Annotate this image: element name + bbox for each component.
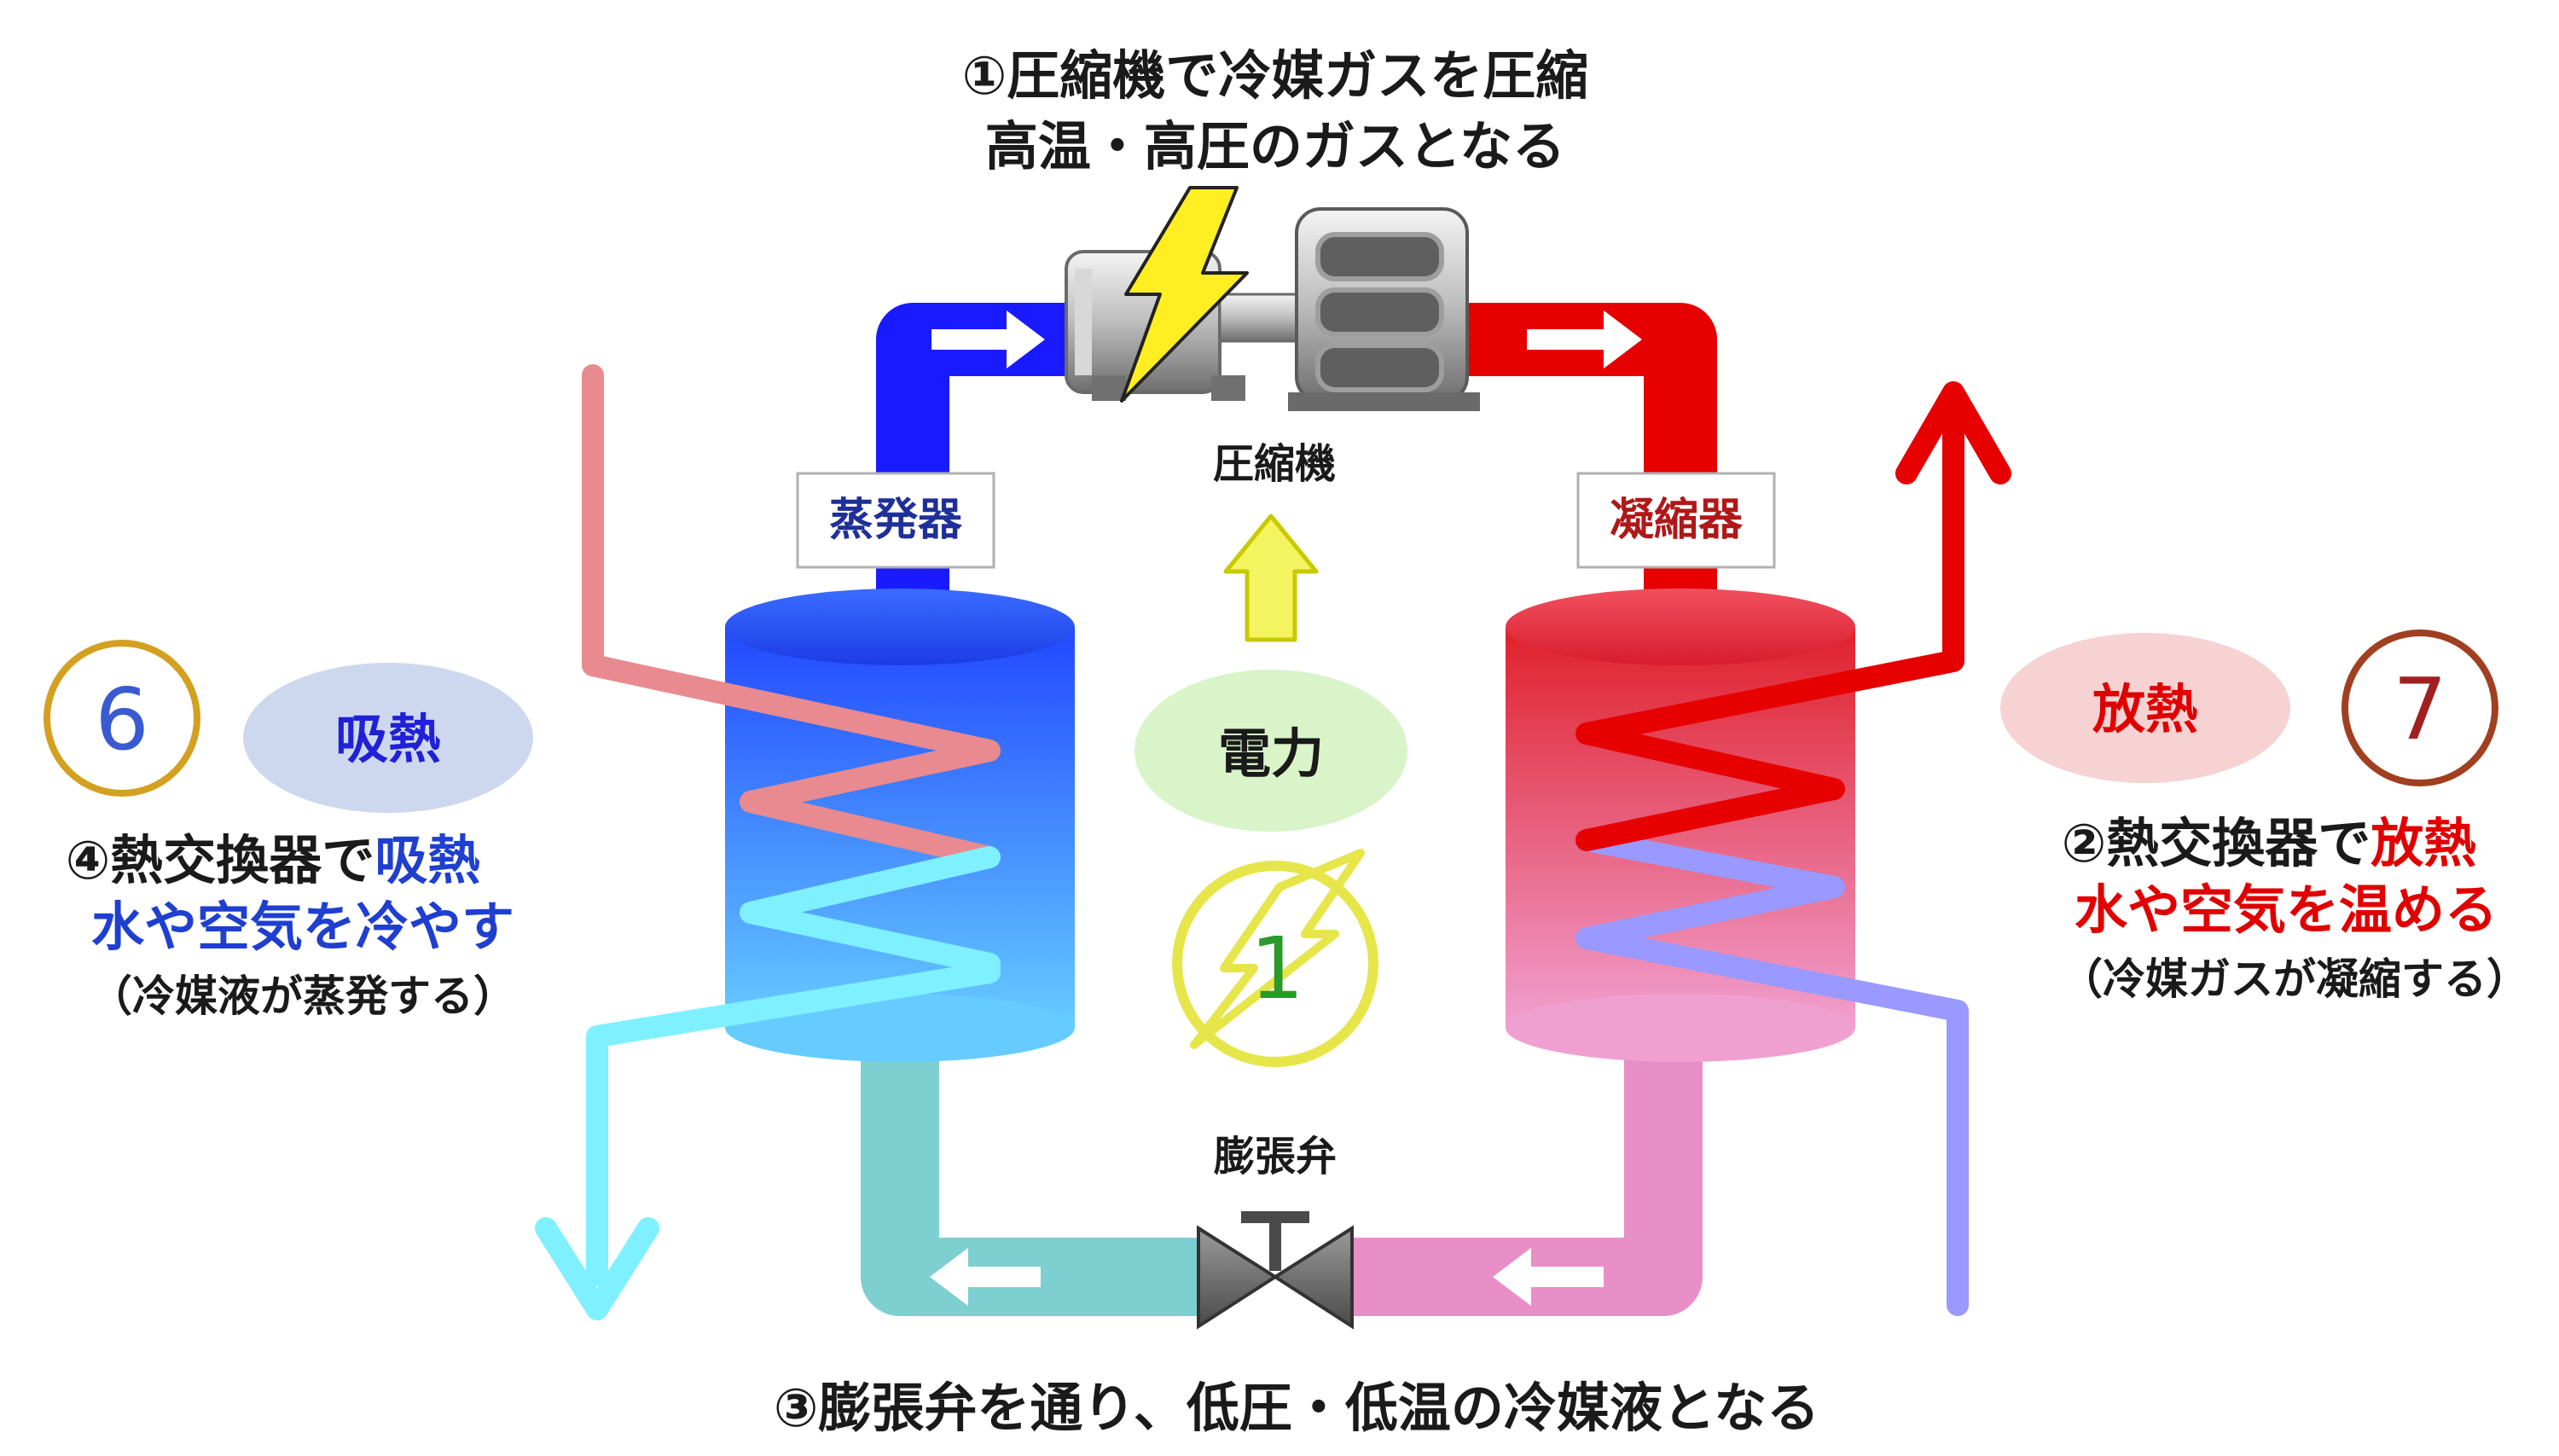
compressor-motor-icon <box>1065 207 1480 411</box>
up-arrow-icon <box>1223 513 1319 642</box>
badge-6-number: 6 <box>95 670 149 769</box>
left-coil <box>535 364 1001 1320</box>
step1-line1: ①圧縮機で冷媒ガスを圧縮 <box>962 44 1589 107</box>
compressor-label: 圧縮機 <box>1213 440 1336 488</box>
step4-prefix: ④熱交換器で <box>66 829 375 891</box>
flow-arrow-icon <box>931 310 1045 368</box>
expansion-valve-label: 膨張弁 <box>1214 1133 1337 1180</box>
step2-highlight: 放熱 <box>2370 812 2476 874</box>
water-out-arrow-icon <box>1895 381 2011 484</box>
flow-arrow-icon <box>1493 1248 1604 1306</box>
step2-prefix: ②熱交換器で <box>2062 812 2371 874</box>
meter-icon <box>1172 849 1378 1067</box>
absorb-bubble <box>243 663 533 813</box>
badge-7-number: 7 <box>2393 659 2447 759</box>
step4-note: （冷媒液が蒸発する） <box>90 972 516 1021</box>
flow-arrow-icon <box>1527 310 1642 368</box>
badge-7 <box>2341 629 2498 786</box>
lightning-icon <box>1120 186 1249 403</box>
power-bubble <box>1134 670 1407 832</box>
warm-liquid-pipe <box>1352 1015 1703 1316</box>
step2-line2: 水や空気を温める <box>2074 879 2498 941</box>
badge-6 <box>44 640 200 797</box>
step2-line1: ②熱交換器で放熱 <box>2062 812 2477 874</box>
cold-liquid-pipe <box>861 1015 1203 1316</box>
step3-caption: ③膨張弁を通り、低圧・低温の冷媒液となる <box>774 1377 1819 1439</box>
release-bubble <box>2000 633 2290 783</box>
release-bubble-label: 放熱 <box>2092 678 2198 740</box>
flow-arrow-icon <box>930 1248 1041 1306</box>
step1-line2: 高温・高圧のガスとなる <box>985 115 1565 177</box>
right-coil <box>1575 381 2011 1316</box>
step4-line1: ④熱交換器で吸熱 <box>66 829 481 891</box>
water-out-arrow-icon <box>535 1217 659 1320</box>
evaporator-label: 蒸発器 <box>829 495 963 546</box>
flow-arrows <box>930 310 1642 1306</box>
evaporator-label-box <box>796 472 995 569</box>
condenser-label: 凝縮器 <box>1610 495 1744 546</box>
power-label: 電力 <box>1218 722 1324 785</box>
step4-line2: 水や空気を冷やす <box>91 896 514 958</box>
condenser-label-box <box>1576 472 1776 569</box>
step4-highlight: 吸熱 <box>374 829 480 891</box>
step2-note: （冷媒ガスが凝縮する） <box>2060 954 2529 1004</box>
meter-number: 1 <box>1250 919 1304 1018</box>
valve-icon <box>1197 1211 1354 1330</box>
absorb-bubble-label: 吸熱 <box>335 708 441 770</box>
